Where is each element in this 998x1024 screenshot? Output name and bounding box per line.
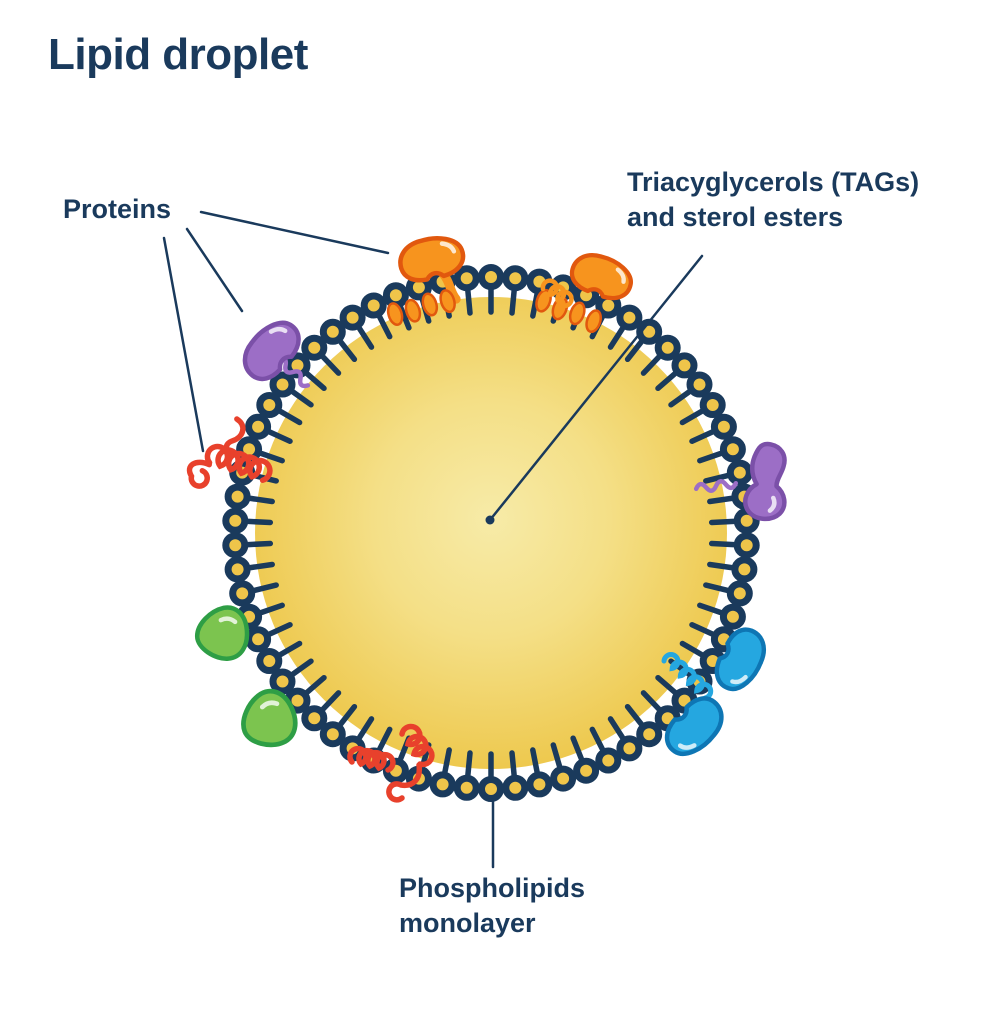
label-proteins-text: Proteins [63,194,172,224]
phospholipid-unit [607,716,643,762]
purple-protein-2 [743,441,787,522]
phospholipid-unit [697,436,746,464]
phospholipid-unit [301,334,342,376]
page-title: Lipid droplet [48,30,308,79]
phospholipid-unit [301,690,342,732]
phospholipid-unit [697,602,746,630]
proteins-line-2 [185,227,244,313]
phospholipid-unit [224,483,275,510]
phospholipid-unit [256,640,303,674]
phospholipid-unit [502,750,529,801]
label-tags-line1: Triacyglycerols (TAGs) [627,167,920,197]
phospholipid-unit [526,747,553,798]
phospholipid-unit [703,580,753,607]
phospholipid-unit [703,459,753,486]
phospholipid-unit [284,352,327,392]
phospholipid-unit [689,413,737,444]
tags-line-dot [485,515,495,525]
blue-protein-2 [664,696,724,757]
proteins-line-3 [162,236,205,453]
purple-protein-tail-2 [693,479,739,493]
label-triacyglycerols: Triacyglycerols (TAGs) and sterol esters [627,165,919,234]
phospholipid-unit [222,532,274,559]
phospholipid-unit [269,371,314,408]
label-phospholipids-line1: Phospholipids [399,873,585,903]
phospholipid-unit [319,703,358,748]
green-protein-1 [194,605,250,661]
label-proteins: Proteins [63,192,171,227]
phospholipid-unit [453,265,480,316]
phospholipid-unit [319,318,358,363]
blue-membrane-spring [661,652,714,701]
phospholipid-unit [229,580,279,607]
phospholipid-unit [570,735,600,784]
phospholipid-unit [429,747,456,798]
green-protein-2 [241,688,298,748]
phospholipid-unit [589,726,622,774]
tags-line [488,254,704,522]
orange-anchor-ovals-1 [386,289,456,326]
proteins-line-1 [199,210,390,255]
orange-protein-2 [569,253,633,301]
phospholipid-unit [360,292,393,340]
droplet-core [255,297,727,769]
phospholipid-unit [478,751,504,802]
blue-protein-1 [714,627,766,692]
phospholipid-unit [640,334,681,376]
phospholipid-unit [679,392,726,426]
phospholipid-unit [224,556,275,583]
phospholipid-unit [607,304,643,350]
phospholipid-unit [550,742,577,792]
orange-membrane-coil [540,278,574,309]
label-phospholipids-line2: monolayer [399,907,536,938]
phospholipid-unit [708,532,760,559]
label-tags-line2: and sterol esters [627,201,844,232]
label-phospholipids-monolayer: Phospholipids monolayer [399,871,585,940]
red-coil-protein-left [186,416,273,489]
phospholipid-unit [655,352,698,392]
phospholipid-unit [502,265,529,316]
phospholipid-unit [222,507,274,534]
phospholipid-unit [668,371,713,408]
phospholipid-unit [453,750,480,801]
purple-protein-1 [242,320,301,382]
phospholipid-unit [339,304,375,350]
phospholipid-unit [478,264,504,315]
phospholipid-unit [707,556,758,583]
purple-protein-tail-1 [275,355,311,389]
phospholipid-unit [269,658,314,695]
orange-anchor-ovals-2 [535,288,602,334]
phospholipid-unit [245,413,293,444]
phospholipid-unit [624,703,663,748]
red-coil-protein-bottom [347,723,435,803]
pointer-lines [162,210,704,869]
phospholipid-unit [256,392,303,426]
orange-protein-1 [398,236,466,283]
